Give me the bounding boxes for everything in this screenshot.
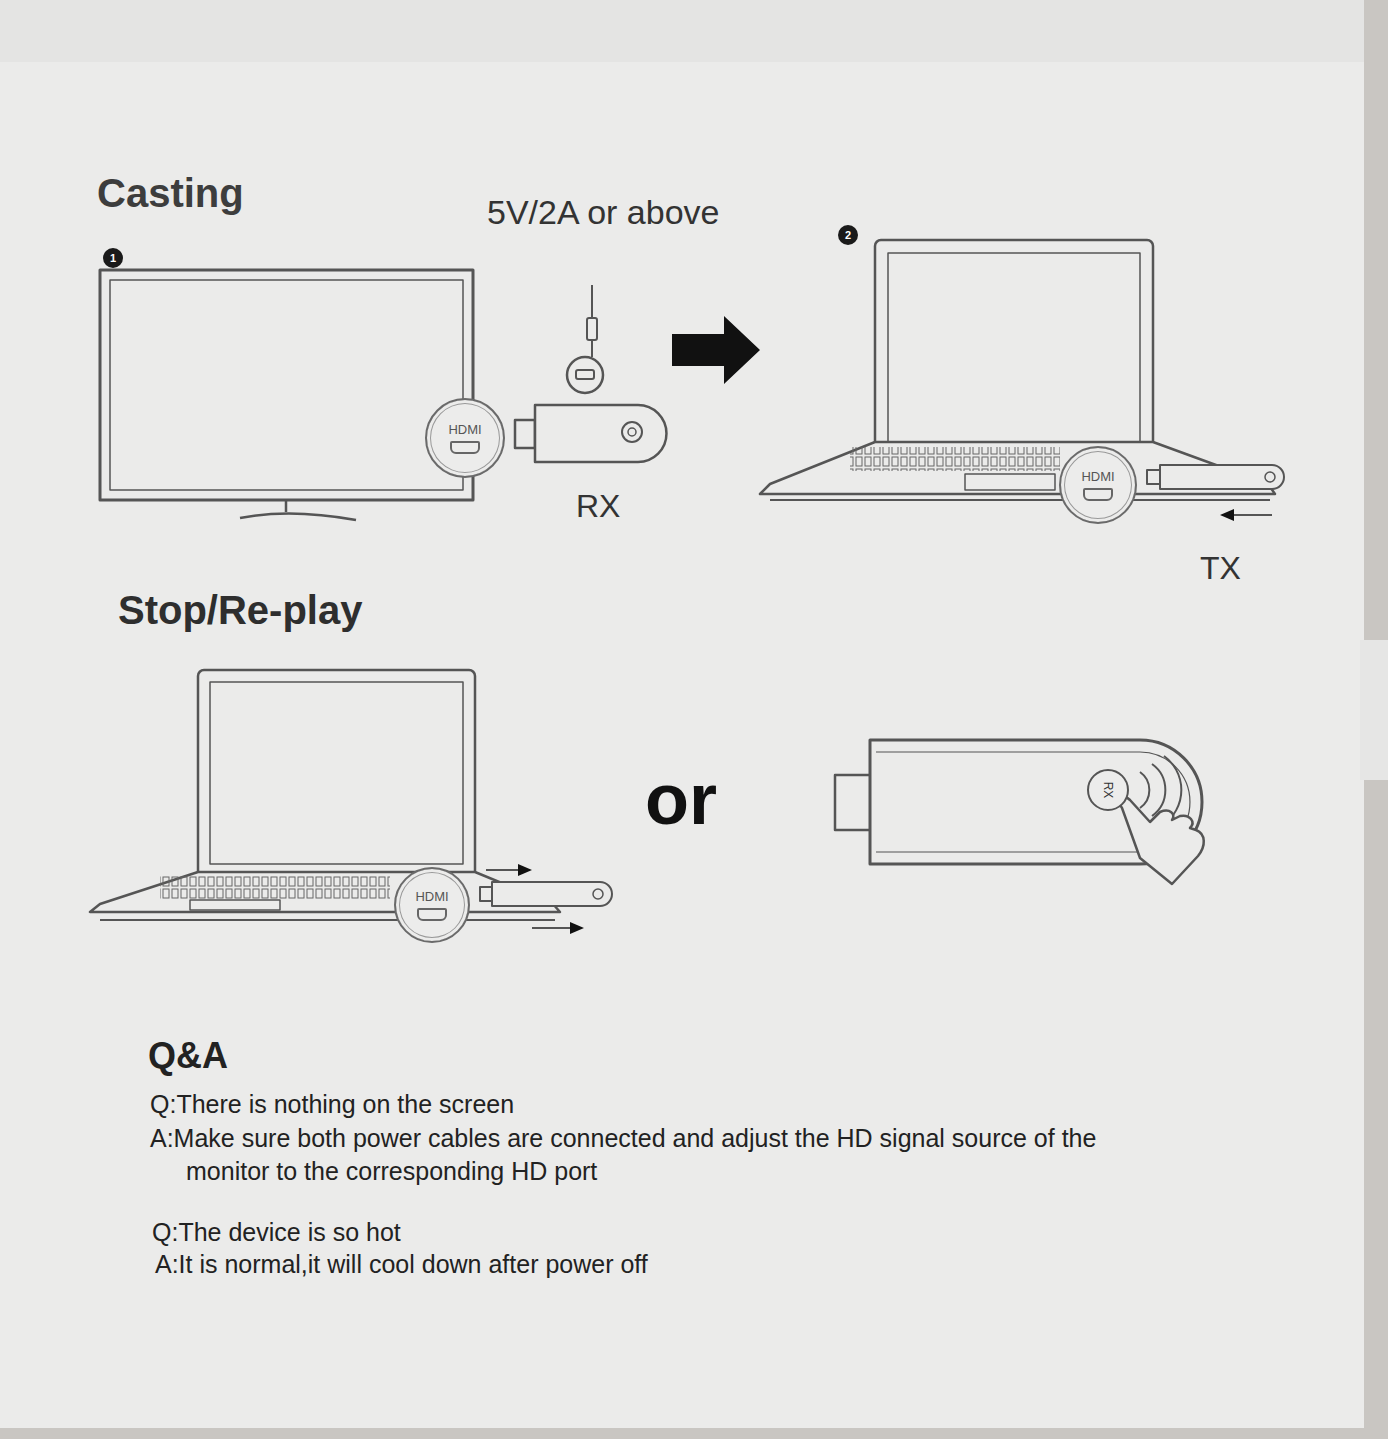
port-callout-circle: HDMI: [1059, 446, 1137, 524]
question: Q:The device is so hot: [152, 1218, 401, 1247]
section-heading: Casting: [97, 170, 244, 216]
card: [0, 0, 1364, 1428]
button-label: RX: [1102, 782, 1114, 799]
step-number-circle: 2: [838, 225, 858, 245]
step-number: 1: [110, 253, 116, 264]
tx-dongle: [480, 870, 612, 928]
hdmi-port-icon: [417, 908, 447, 921]
rx-dongle: [515, 285, 666, 462]
alternative-word: or: [645, 758, 717, 841]
device-label: TX: [1200, 550, 1241, 587]
step-number-circle: 1: [103, 248, 123, 268]
answer: A:It is normal,it will cool down after p…: [155, 1250, 648, 1279]
card-tab: [1360, 640, 1388, 780]
port-callout-circle: HDMI: [425, 398, 505, 478]
step-arrow: [672, 316, 760, 384]
hdmi-port-icon: [1083, 488, 1113, 501]
section-heading: Q&A: [148, 1035, 228, 1076]
question: Q:There is nothing on the screen: [150, 1090, 514, 1119]
device-label: RX: [576, 488, 620, 525]
button-circle: RX: [1087, 769, 1129, 811]
tv: [100, 270, 473, 520]
remove-arrowhead: [570, 922, 584, 934]
remove-arrowhead: [518, 864, 532, 876]
pressing-hand: [1120, 798, 1204, 884]
laptop: [760, 240, 1275, 500]
port-label: HDMI: [1081, 470, 1114, 483]
laptop: [90, 670, 560, 920]
power-requirement: 5V/2A or above: [487, 193, 720, 232]
insert-arrowhead: [1220, 509, 1234, 521]
answer: A:Make sure both power cables are connec…: [150, 1122, 1160, 1187]
card-top-strip: [0, 0, 1364, 62]
hdmi-port-icon: [450, 441, 480, 454]
port-label: HDMI: [415, 890, 448, 903]
port-callout-circle: HDMI: [394, 867, 470, 943]
tx-dongle: [1147, 465, 1284, 515]
step-number: 2: [845, 230, 851, 241]
section-heading: Stop/Re-play: [118, 587, 362, 633]
port-label: HDMI: [448, 423, 481, 436]
